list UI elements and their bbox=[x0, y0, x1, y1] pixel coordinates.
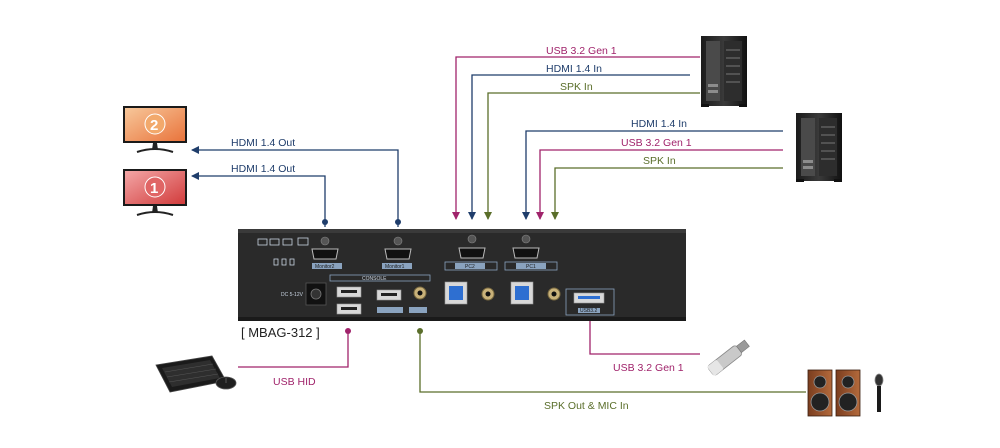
line-usb-hid bbox=[238, 331, 349, 368]
monitor1-hdmi-port: Monitor1 bbox=[382, 236, 412, 270]
line-pc2-usb bbox=[452, 56, 700, 220]
line-pc2-hdmi bbox=[468, 74, 690, 220]
monitor-2-number: 2 bbox=[150, 117, 158, 134]
monitor2-hdmi-port: Monitor2 bbox=[311, 236, 342, 270]
monitor-2: 2 bbox=[123, 106, 187, 153]
label-spk-mic: SPK Out & MIC In bbox=[544, 400, 629, 412]
label-pc2-usb: USB 3.2 Gen 1 bbox=[546, 45, 617, 57]
keyboard-icon bbox=[155, 355, 227, 393]
monitor-1: 1 bbox=[123, 169, 187, 216]
label-pc1-usb: USB 3.2 Gen 1 bbox=[621, 137, 692, 149]
usb32-port: USB3.2 bbox=[565, 288, 615, 316]
line-monitor1-out bbox=[191, 172, 326, 227]
tower-pc-icon bbox=[701, 36, 747, 107]
monitor1-port-label: Monitor1 bbox=[385, 264, 405, 270]
console-label: CONSOLE bbox=[362, 276, 387, 282]
pc2-usb-b-port bbox=[444, 281, 495, 305]
label-monitor1-out: HDMI 1.4 Out bbox=[231, 163, 295, 175]
console-legend-icons bbox=[257, 237, 309, 266]
mouse-icon bbox=[215, 376, 237, 390]
connection-labels: USB 3.2 Gen 1 HDMI 1.4 In SPK In HDMI 1.… bbox=[231, 45, 692, 412]
speaker-icon bbox=[807, 369, 861, 417]
dc-label: DC 5-12V bbox=[281, 292, 304, 298]
console-usb-ports bbox=[336, 286, 427, 315]
line-monitor2-out bbox=[191, 146, 399, 227]
connection-lines bbox=[191, 56, 806, 393]
label-pc2-spk: SPK In bbox=[560, 81, 593, 93]
line-pc1-usb bbox=[536, 149, 783, 220]
pc2-tower bbox=[701, 36, 747, 107]
pc1-hdmi-port: PC1 bbox=[504, 234, 558, 271]
monitor-icon: 1 bbox=[123, 169, 187, 216]
line-pc1-spk bbox=[551, 167, 783, 220]
pc1-usb-b-port bbox=[510, 281, 561, 305]
dc-power-jack: DC 5-12V bbox=[281, 282, 327, 306]
tower-pc-icon bbox=[796, 113, 842, 182]
label-usb-hid: USB HID bbox=[273, 376, 316, 388]
label-monitor2-out: HDMI 1.4 Out bbox=[231, 137, 295, 149]
line-usb-storage bbox=[589, 315, 700, 355]
line-spk-mic bbox=[419, 331, 806, 393]
line-pc1-hdmi bbox=[522, 130, 783, 220]
monitor-icon: 2 bbox=[123, 106, 187, 153]
kvm-switch-panel: Monitor2 Monitor1 CONSOLE PC2 PC1 bbox=[238, 229, 686, 321]
label-pc1-spk: SPK In bbox=[643, 155, 676, 167]
label-usb-storage: USB 3.2 Gen 1 bbox=[613, 362, 684, 374]
label-pc1-hdmi: HDMI 1.4 In bbox=[631, 118, 687, 130]
pc1-port-label: PC1 bbox=[526, 264, 536, 270]
model-label: [ MBAG-312 ] bbox=[241, 325, 320, 340]
usb32-label: USB3.2 bbox=[580, 308, 597, 314]
usb-stick-icon bbox=[707, 339, 750, 376]
pc2-hdmi-port: PC2 bbox=[444, 234, 498, 271]
line-pc2-spk bbox=[484, 92, 700, 220]
console-audio-jacks bbox=[413, 286, 427, 300]
monitor2-port-label: Monitor2 bbox=[315, 264, 335, 270]
label-pc2-hdmi: HDMI 1.4 In bbox=[546, 63, 602, 75]
monitor-1-number: 1 bbox=[150, 180, 158, 197]
microphone-icon bbox=[874, 373, 884, 412]
pc1-tower bbox=[796, 113, 842, 182]
pc2-port-label: PC2 bbox=[465, 264, 475, 270]
